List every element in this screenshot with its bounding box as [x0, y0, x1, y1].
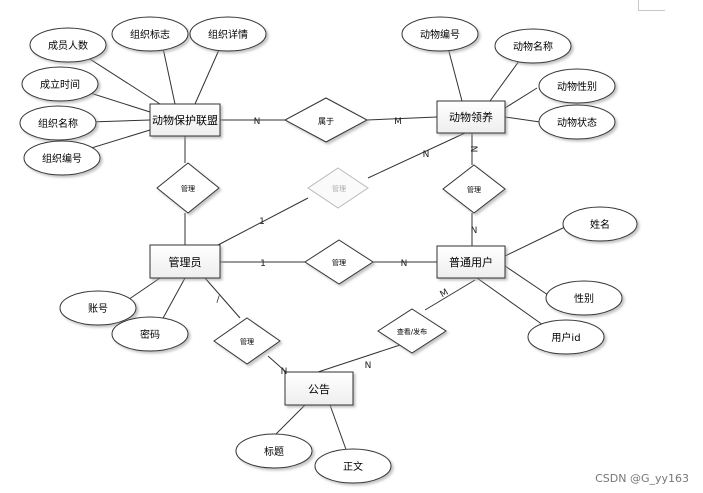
entity-label-adoption: 动物领养	[449, 110, 493, 124]
entity-user: 普通用户	[436, 245, 506, 279]
attr-label-body: 正文	[343, 460, 363, 473]
attr-label-animal-gender: 动物性别	[557, 80, 597, 93]
relation-manage-alliance: 管理	[156, 162, 220, 214]
entity-label-notice: 公告	[308, 383, 330, 396]
attr-label-animal-status: 动物状态	[557, 116, 597, 129]
entity-label-user: 普通用户	[449, 255, 493, 269]
attr-password: 密码	[111, 316, 189, 352]
entity-notice: 公告	[284, 371, 354, 406]
attr-member-count: 成员人数	[29, 27, 107, 63]
attr-user-gender: 性别	[545, 280, 623, 316]
attr-label-title: 标题	[264, 446, 284, 458]
attr-label-user-name: 姓名	[590, 218, 610, 231]
entity-animal-adoption: 动物领养	[436, 100, 506, 134]
card-adoption-manage: N	[468, 146, 478, 153]
card-manage-user-top: N	[471, 226, 478, 236]
relation-belongs: 属于	[283, 97, 369, 143]
relation-label-manage-notice: 管理	[240, 337, 254, 346]
attr-org-name: 组织名称	[19, 105, 97, 141]
attr-user-name: 姓名	[562, 206, 638, 242]
card-gray-adoption: N	[423, 150, 430, 160]
card-admin-notice-mark: /	[216, 295, 220, 305]
attr-label-org-name: 组织名称	[38, 117, 78, 130]
attr-org-id: 组织编号	[23, 140, 101, 176]
attr-label-account: 账号	[88, 303, 108, 315]
attr-label-founded-time: 成立时间	[40, 78, 80, 91]
entity-animal-alliance: 动物保护联盟	[149, 103, 221, 137]
attr-label-user-id: 用户id	[551, 331, 580, 344]
card-admin-manage-user: 1	[260, 259, 266, 269]
cardinality-labels: N M N 1 N N 1 N M / N N	[216, 117, 478, 377]
attr-user-id: 用户id	[527, 319, 605, 355]
page-corner-mark	[638, 0, 665, 11]
attr-label-animal-name: 动物名称	[513, 40, 553, 53]
attr-body: 正文	[314, 448, 392, 484]
attr-org-logo: 组织标志	[111, 16, 189, 52]
attr-animal-gender: 动物性别	[538, 68, 616, 104]
attr-animal-name: 动物名称	[494, 28, 572, 64]
attr-label-member-count: 成员人数	[48, 39, 88, 52]
relation-manage-notice: 管理	[213, 317, 281, 365]
attr-label-org-logo: 组织标志	[130, 28, 170, 41]
entity-label-admin: 管理员	[169, 255, 202, 269]
card-user-view: M	[439, 288, 451, 301]
attr-label-org-id: 组织编号	[42, 152, 82, 165]
relation-label-view-publish: 查看/发布	[397, 327, 427, 336]
attr-animal-status: 动物状态	[538, 104, 616, 140]
attr-label-user-gender: 性别	[574, 292, 594, 305]
attr-title: 标题	[235, 433, 313, 469]
relation-label-manage-adoption: 管理	[467, 185, 481, 194]
relation-view-publish: 查看/发布	[377, 308, 447, 354]
card-belongs-adoption: M	[394, 117, 402, 127]
card-view-notice: N	[365, 361, 372, 371]
card-manage-notice-notice: N	[281, 367, 288, 377]
entity-label-alliance: 动物保护联盟	[152, 113, 218, 127]
watermark-text: CSDN @G_yy163	[595, 472, 689, 485]
relation-manage-adoption: 管理	[442, 164, 506, 214]
relation-label-manage-gray: 管理	[332, 184, 346, 193]
relation-manage-user: 管理	[304, 239, 374, 285]
attr-org-detail: 组织详情	[189, 16, 267, 52]
entity-admin: 管理员	[149, 244, 221, 279]
attr-label-animal-id: 动物编号	[420, 28, 460, 41]
card-admin-gray: 1	[259, 217, 265, 227]
relation-label-manage-user: 管理	[332, 258, 346, 267]
relation-manage-gray: 管理	[307, 167, 369, 209]
card-manage-user-user: N	[401, 259, 408, 269]
card-alliance-belongs: N	[254, 117, 261, 127]
attr-account: 账号	[59, 290, 137, 326]
attr-animal-id: 动物编号	[401, 16, 479, 52]
attr-label-org-detail: 组织详情	[208, 28, 248, 41]
relation-label-manage-alliance: 管理	[181, 184, 195, 193]
relation-label-belongs: 属于	[318, 117, 334, 126]
attr-founded-time: 成立时间	[21, 66, 99, 102]
attr-label-password: 密码	[140, 328, 160, 341]
